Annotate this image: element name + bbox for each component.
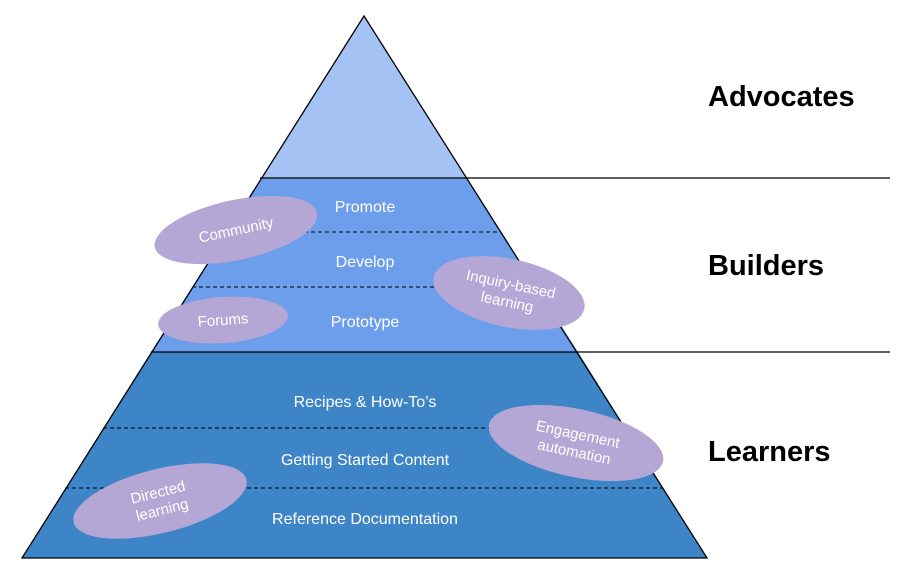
level-label-prototype: Prototype bbox=[331, 314, 400, 331]
bubble-engagement-automation: Engagement automation bbox=[488, 404, 664, 482]
level-label-promote: Promote bbox=[335, 199, 396, 216]
tier-label-builders: Builders bbox=[708, 250, 824, 282]
bubble-shape bbox=[73, 463, 247, 539]
pyramid-tier-advocates bbox=[261, 16, 467, 178]
bubble-shape bbox=[488, 404, 664, 482]
bubble-shape bbox=[158, 296, 288, 344]
bubble-forums: Forums bbox=[158, 296, 288, 344]
tier-label-learners: Learners bbox=[708, 436, 831, 468]
level-label-develop: Develop bbox=[336, 254, 395, 271]
bubble-community: Community bbox=[154, 195, 318, 265]
level-label-recipes: Recipes & How-To’s bbox=[294, 394, 437, 411]
bubble-inquiry-based-learning: Inquiry-based learning bbox=[433, 256, 585, 330]
tier-label-advocates: Advocates bbox=[708, 81, 855, 113]
bubble-directed-learning: Directed learning bbox=[73, 463, 247, 539]
bubble-label: Forums bbox=[197, 310, 249, 331]
bubble-shape bbox=[154, 195, 318, 265]
bubble-shape bbox=[433, 256, 585, 330]
level-label-reference: Reference Documentation bbox=[272, 511, 458, 528]
level-label-getting-started: Getting Started Content bbox=[281, 452, 450, 469]
